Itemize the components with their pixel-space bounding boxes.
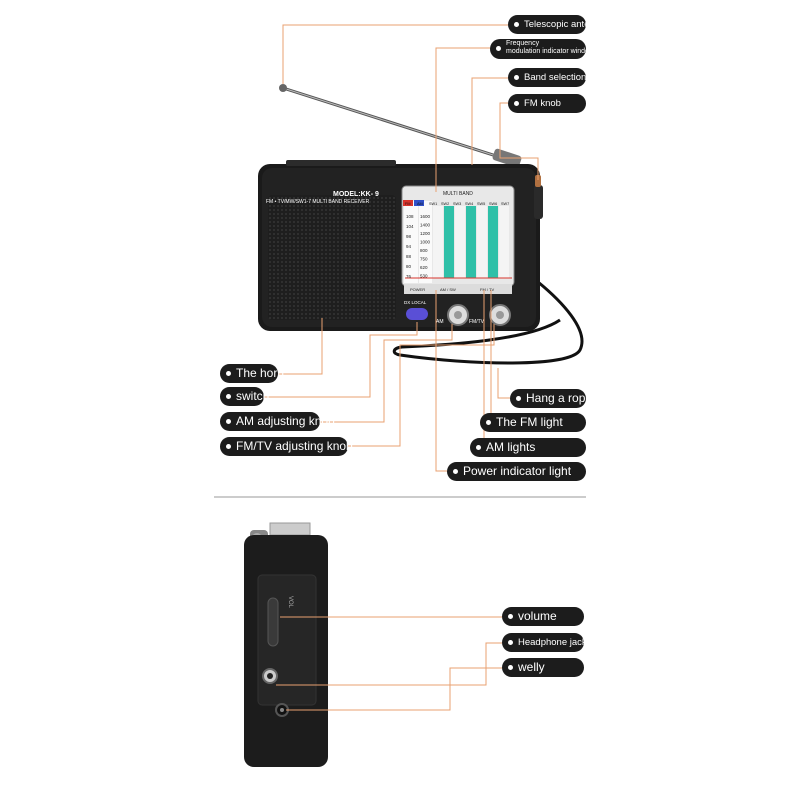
telescopic-antenna	[279, 84, 522, 168]
dial-header-6: SW5	[477, 202, 485, 206]
dx-local-switch	[406, 308, 428, 320]
label-band-selection: Band selection	[508, 68, 586, 87]
radio-side-view	[244, 522, 328, 767]
dial-header-5: SW4	[465, 202, 473, 206]
am-scale-value-7: 530	[420, 274, 428, 279]
label-fm-knob: FM knob	[508, 94, 586, 113]
label-frequency-window-line2: modulation indicator window	[506, 48, 594, 55]
label-switch: switch	[220, 387, 269, 406]
label-hang-a-rope: Hang a rope	[510, 389, 592, 408]
am-scale-value-5: 750	[420, 257, 428, 262]
label-frequency-window: Frequency modulation indicator window	[490, 39, 594, 59]
receiver-label: FM • TV/MW/SW1-7 MULTI BAND RECEIVER	[266, 199, 370, 205]
label-headphone-jack: Headphone jack	[502, 633, 587, 652]
fm-scale-value-5: 80	[406, 264, 412, 269]
am-scale-value-6: 620	[420, 265, 428, 270]
power-label: POWER	[410, 287, 425, 292]
label-fm-light: The FM light	[480, 413, 586, 432]
dial-header-4: SW3	[453, 202, 461, 206]
dial-header-8: SW7	[501, 202, 509, 206]
label-fm-tv-adjusting-knob: FM/TV adjusting knob	[220, 437, 353, 456]
speaker-grille	[268, 195, 396, 320]
dial-header-0: FM	[405, 202, 410, 206]
multiband-label: MULTI BAND	[443, 191, 473, 197]
label-power-indicator-light: Power indicator light	[447, 462, 586, 481]
am-scale-value-3: 1000	[420, 240, 431, 245]
dx-local-label: DX LOCAL	[404, 300, 427, 305]
fm-tv-label: FM / TV	[480, 287, 494, 292]
dial-header-7: SW6	[489, 202, 497, 206]
dial-header-3: SW2	[441, 202, 449, 206]
am-scale: 1600 1400 1200 1000 800 750 620 530	[420, 214, 431, 279]
am-scale-value-2: 1200	[420, 231, 431, 236]
fm-scale-value-1: 104	[406, 224, 414, 229]
hang-rope	[392, 280, 584, 365]
label-the-horn: The horn	[220, 364, 284, 383]
band-selection-knob	[534, 185, 543, 219]
fm-scale-value-2: 98	[406, 234, 412, 239]
am-scale-value-4: 800	[420, 248, 428, 253]
fm-scale-value-0: 108	[406, 214, 414, 219]
fm-scale-value-6: 76	[406, 274, 412, 279]
am-knob-label: AM	[436, 319, 444, 325]
fm-scale: 108 104 98 94 88 80 76	[406, 214, 414, 279]
model-label: MODEL:KK- 9	[333, 191, 379, 198]
label-telescopic-antenna: Telescopic antenna	[508, 15, 605, 34]
side-vol-label: VOL	[287, 596, 293, 609]
fm-scale-value-4: 88	[406, 254, 412, 259]
am-scale-value-1: 1400	[420, 223, 431, 228]
dial-header-1: AM	[417, 202, 423, 206]
label-am-lights: AM lights	[470, 438, 586, 457]
dial-headers: FM AM SW1 SW2 SW3 SW4 SW5 SW6 SW7	[405, 202, 509, 206]
label-frequency-window-line1: Frequency	[506, 40, 540, 47]
fm-knob-label: FM/TV	[469, 319, 485, 325]
dial-bands	[433, 206, 509, 278]
am-scale-value-0: 1600	[420, 214, 431, 219]
fm-scale-value-3: 94	[406, 244, 412, 249]
dial-header-2: SW1	[429, 202, 437, 206]
label-volume: volume	[502, 607, 584, 626]
am-sw-label: AM / SW	[440, 287, 456, 292]
volume-wheel	[267, 597, 279, 647]
label-am-adjusting-knob: AM adjusting knob	[220, 412, 335, 431]
label-welly: welly	[502, 658, 584, 677]
leader-lines-side	[276, 616, 502, 711]
